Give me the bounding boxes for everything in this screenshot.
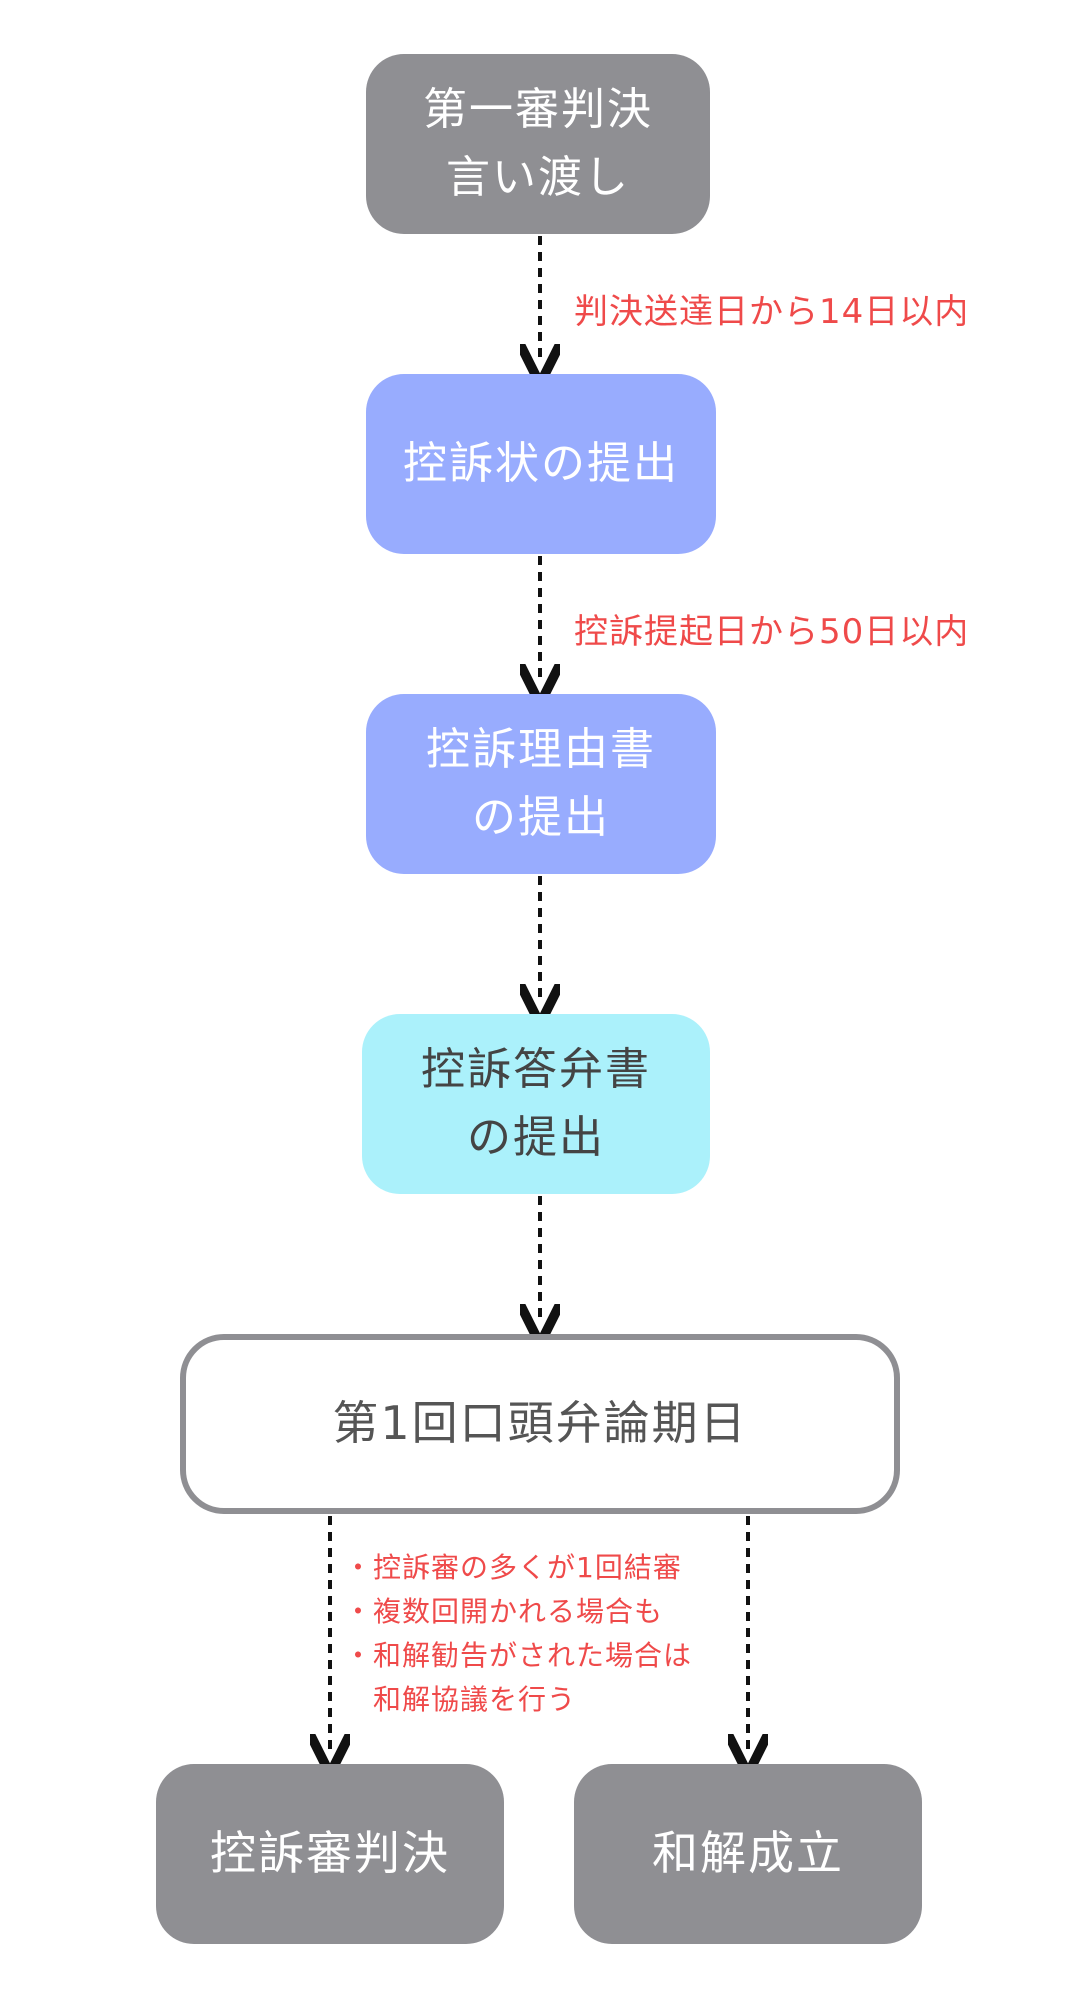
step-first-oral-argument: 第1回口頭弁論期日 — [180, 1334, 900, 1514]
step-appeal-answer: 控訴答弁書 の提出 — [362, 1014, 710, 1194]
oral-argument-notes: ・控訴審の多くが1回結審 ・複数回開かれる場合も ・和解勧告がされた場合は 和解… — [344, 1546, 692, 1722]
step-first-instance-judgment: 第一審判決 言い渡し — [366, 54, 710, 234]
step4-line2: の提出 — [467, 1112, 605, 1163]
outcome-settlement: 和解成立 — [574, 1764, 922, 1944]
step3-line1: 控訴理由書 — [426, 723, 656, 775]
step1-line1: 第一審判決 — [423, 83, 653, 135]
step2-deadline-note: 控訴提起日から50日以内 — [574, 612, 970, 652]
step3-line2: の提出 — [472, 792, 610, 843]
note-line-3: ・和解勧告がされた場合は — [344, 1639, 693, 1672]
step4-line1: 控訴答弁書 — [421, 1043, 651, 1095]
step-appeal-petition: 控訴状の提出 — [366, 374, 716, 554]
step-appeal-reasons-brief: 控訴理由書 の提出 — [366, 694, 716, 874]
note-line-1: ・控訴審の多くが1回結審 — [344, 1551, 682, 1584]
outcome-appeal-judgment: 控訴審判決 — [156, 1764, 504, 1944]
outcome-left-label: 控訴審判決 — [210, 1826, 450, 1881]
step5-line1: 第1回口頭弁論期日 — [332, 1396, 748, 1451]
note-line-4: 和解協議を行う — [344, 1683, 577, 1716]
step2-line1: 控訴状の提出 — [403, 437, 679, 489]
outcome-right-label: 和解成立 — [652, 1826, 844, 1881]
step1-line2: 言い渡し — [446, 152, 630, 203]
step1-deadline-note: 判決送達日から14日以内 — [574, 292, 970, 332]
note-line-2: ・複数回開かれる場合も — [344, 1595, 664, 1628]
